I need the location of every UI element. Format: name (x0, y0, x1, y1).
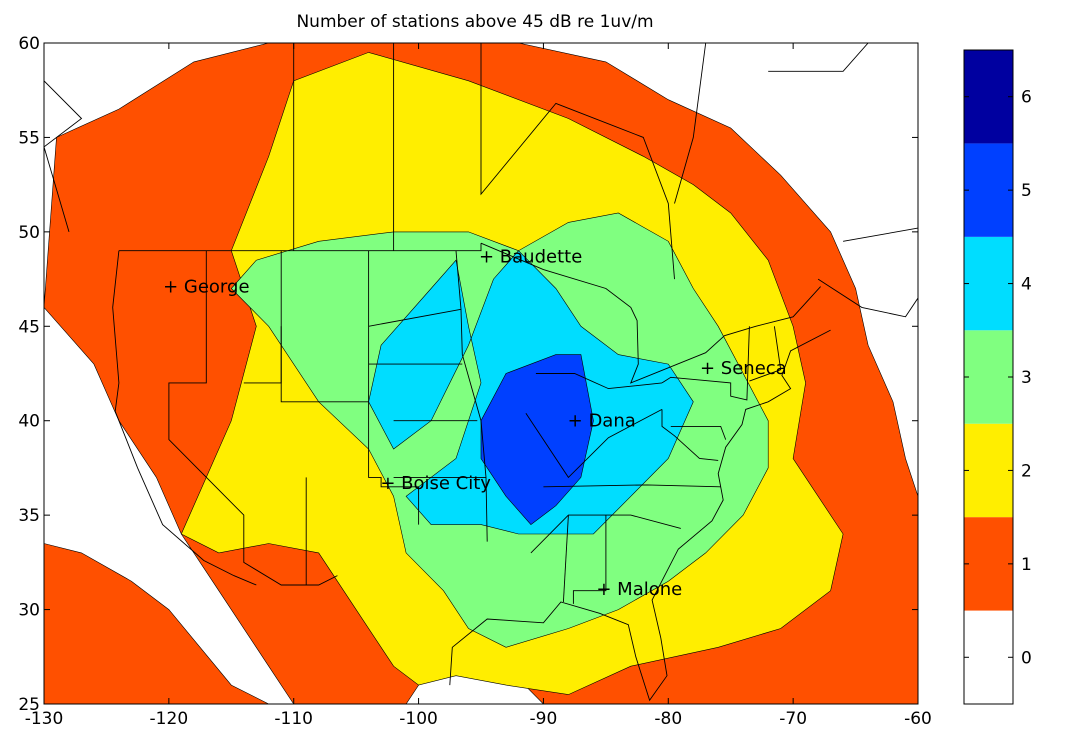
station-label: + Boise City (380, 473, 491, 494)
y-tick-label: 25 (18, 695, 40, 715)
border-line (661, 409, 719, 461)
border-line (243, 326, 282, 384)
contour-region-level-5 (480, 354, 594, 526)
border-line (44, 80, 83, 233)
contour-region-level-1 (44, 307, 269, 704)
border-line (843, 227, 918, 242)
colorbar-segment (964, 423, 1013, 518)
colorbar-segment (964, 330, 1013, 424)
colorbar-tick-label: 5 (1021, 181, 1032, 201)
station-label: + Baudette (479, 246, 582, 267)
station-label: + Seneca (700, 358, 787, 379)
y-axis: 25 30 35 40 45 50 55 60 (18, 34, 918, 715)
border-line (543, 484, 721, 488)
map-borders (44, 43, 918, 702)
border-line (661, 326, 750, 401)
contour-regions (44, 43, 918, 704)
colorbar-segment (964, 50, 1013, 144)
border-line (480, 43, 675, 280)
plot-area: + George + Baudette + Seneca + Dana + Boise … (18, 34, 932, 729)
y-tick-label: 30 (18, 601, 40, 621)
y-tick-label: 50 (18, 223, 40, 243)
border-line (455, 250, 488, 542)
colorbar-segment (964, 143, 1013, 237)
border-line (280, 250, 420, 525)
colorbar-segment (964, 236, 1013, 331)
border-line (112, 250, 257, 586)
colorbar-tick-label: 1 (1021, 555, 1032, 575)
border-line (674, 43, 707, 204)
border-line (535, 373, 663, 390)
colorbar-frame (963, 49, 1014, 705)
y-tick-label: 60 (18, 34, 40, 54)
station-markers: + George + Baudette + Seneca + Dana + Boise … (163, 246, 787, 599)
border-line (449, 329, 831, 702)
station-label: + Malone (596, 579, 682, 600)
colorbar-tick-label: 2 (1021, 461, 1032, 481)
x-axis: -130 -120 -110 -100 -90 -80 -70 -60 (25, 43, 932, 729)
colorbar: 0 1 2 3 4 5 6 (963, 49, 1032, 705)
border-line (817, 278, 918, 318)
border-line (749, 326, 782, 382)
chart-title: Number of stations above 45 dB re 1uv/m (296, 12, 653, 32)
border-line (670, 425, 727, 440)
border-line (572, 515, 607, 604)
border-line (368, 308, 462, 327)
colorbar-tick-label: 6 (1021, 88, 1032, 108)
colorbar-segment (964, 610, 1013, 704)
colorbar-tick-label: 3 (1021, 368, 1032, 388)
x-tick-label: -90 (530, 709, 558, 729)
y-tick-label: 45 (18, 317, 40, 337)
border-line (768, 43, 869, 72)
border-line (118, 243, 482, 252)
x-tick-label: -100 (399, 709, 438, 729)
x-tick-label: -110 (274, 709, 313, 729)
x-tick-label: -60 (904, 709, 932, 729)
x-tick-label: -80 (654, 709, 682, 729)
border-line (480, 242, 821, 384)
plot-frame (43, 42, 919, 705)
x-tick-label: -120 (150, 709, 189, 729)
colorbar-tick-label: 0 (1021, 648, 1032, 668)
x-tick-label: -130 (25, 709, 64, 729)
y-tick-label: 40 (18, 412, 40, 432)
border-line (562, 515, 569, 603)
colorbar-segment (964, 517, 1013, 611)
colorbar-tick-label: 4 (1021, 275, 1032, 295)
border-line (525, 409, 663, 479)
station-label: + George (163, 277, 249, 298)
y-tick-label: 55 (18, 128, 40, 148)
station-label: + Dana (568, 411, 636, 432)
x-tick-label: -70 (779, 709, 807, 729)
y-tick-label: 35 (18, 506, 40, 526)
